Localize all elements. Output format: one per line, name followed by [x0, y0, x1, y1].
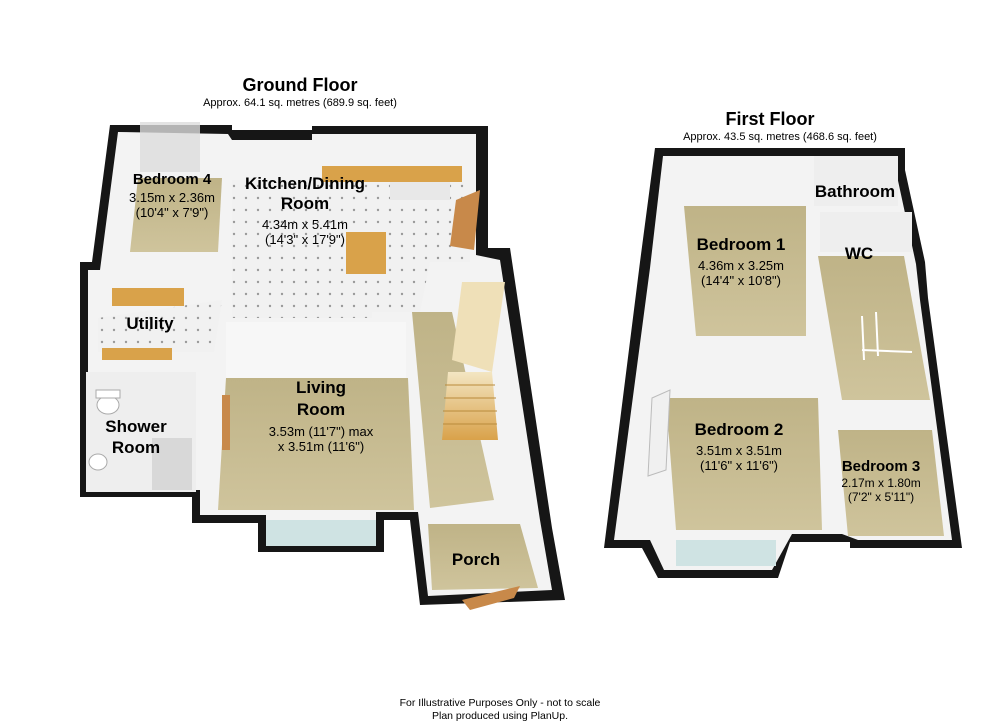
ground-floor-title: Ground Floor	[242, 75, 358, 95]
kitchen-dims-imperial: (14'3" x 17'9")	[265, 232, 345, 247]
basin-icon	[88, 453, 108, 471]
utility-floor	[98, 300, 222, 352]
toilet-cistern	[95, 389, 121, 399]
kitchen-island	[346, 232, 386, 274]
ground-floor-stairs	[442, 282, 505, 440]
utility-worktop-2	[102, 348, 172, 360]
bedroom4-name: Bedroom 4	[132, 171, 212, 188]
kitchen-base-units	[390, 182, 450, 200]
bedroom4-window	[140, 122, 200, 172]
porch-name: Porch	[451, 550, 501, 569]
bedroom3-name: Bedroom 3	[841, 458, 921, 475]
first-floor-title: First Floor	[725, 109, 815, 129]
bedroom2-dims: 3.51m x 3.51m	[696, 443, 782, 458]
bedroom4-dims-imperial: (10'4" x 7'9")	[135, 205, 209, 220]
bedroom2-name: Bedroom 2	[694, 420, 784, 439]
footer-credit: Plan produced using PlanUp.	[431, 710, 568, 722]
living-room-floor	[218, 378, 414, 510]
wc-floor	[820, 212, 912, 252]
ground-floor-plan	[80, 122, 565, 610]
first-floor-stair-rail	[861, 311, 913, 361]
utility-name: Utility	[126, 314, 174, 333]
bedroom3-dims: 2.17m x 1.80m	[841, 476, 921, 490]
bedroom3-floor	[838, 430, 944, 536]
living-room-name: Living	[295, 378, 347, 397]
living-room-wall-back	[226, 322, 406, 378]
first-floor-plan	[604, 148, 962, 578]
kitchen-worktop	[322, 166, 462, 182]
living-room-bay-window	[266, 520, 376, 546]
shower-room-name: Shower	[105, 417, 167, 436]
porch-floor	[428, 524, 538, 590]
bathroom-floor	[814, 156, 898, 206]
ground-floor-area: Approx. 64.1 sq. metres (689.9 sq. feet)	[203, 97, 397, 109]
living-room-name-line2: Room	[296, 400, 346, 419]
living-room-dims-line2: x 3.51m (11'6")	[277, 439, 365, 454]
utility-worktop	[112, 288, 184, 306]
bedroom1-name: Bedroom 1	[696, 235, 786, 254]
bedroom4-dims: 3.15m x 2.36m	[129, 190, 215, 205]
porch-door	[462, 586, 520, 610]
bedroom1-dims-imperial: (14'4" x 10'8")	[701, 273, 781, 288]
kitchen-name-line2: Room	[280, 194, 330, 213]
fireplace	[222, 395, 230, 450]
wc-name: WC	[844, 244, 874, 263]
kitchen-back-door	[450, 190, 480, 250]
bedroom3-dims-imperial: (7'2" x 5'11")	[847, 490, 915, 504]
bedroom1-dims: 4.36m x 3.25m	[698, 258, 784, 273]
bedroom1-floor	[684, 206, 806, 336]
landing-floor	[818, 256, 930, 400]
shower-room-name-line2: Room	[111, 438, 161, 457]
footer-disclaimer: For Illustrative Purposes Only - not to …	[399, 697, 601, 709]
bedroom2-floor	[666, 398, 822, 530]
bedroom4-floor	[130, 178, 222, 252]
bedroom2-window	[676, 540, 776, 566]
bedroom2-dims-imperial: (11'6" x 11'6")	[699, 458, 779, 473]
shower-tray	[152, 438, 192, 490]
bedroom2-wardrobe	[647, 389, 671, 477]
kitchen-name: Kitchen/Dining	[245, 174, 365, 193]
bathroom-name: Bathroom	[814, 182, 896, 201]
first-floor-area: Approx. 43.5 sq. metres (468.6 sq. feet)	[683, 131, 877, 143]
living-room-dims: 3.53m (11'7") max	[268, 424, 374, 439]
toilet-icon	[96, 395, 120, 415]
kitchen-dims: 4.34m x 5.41m	[262, 217, 348, 232]
